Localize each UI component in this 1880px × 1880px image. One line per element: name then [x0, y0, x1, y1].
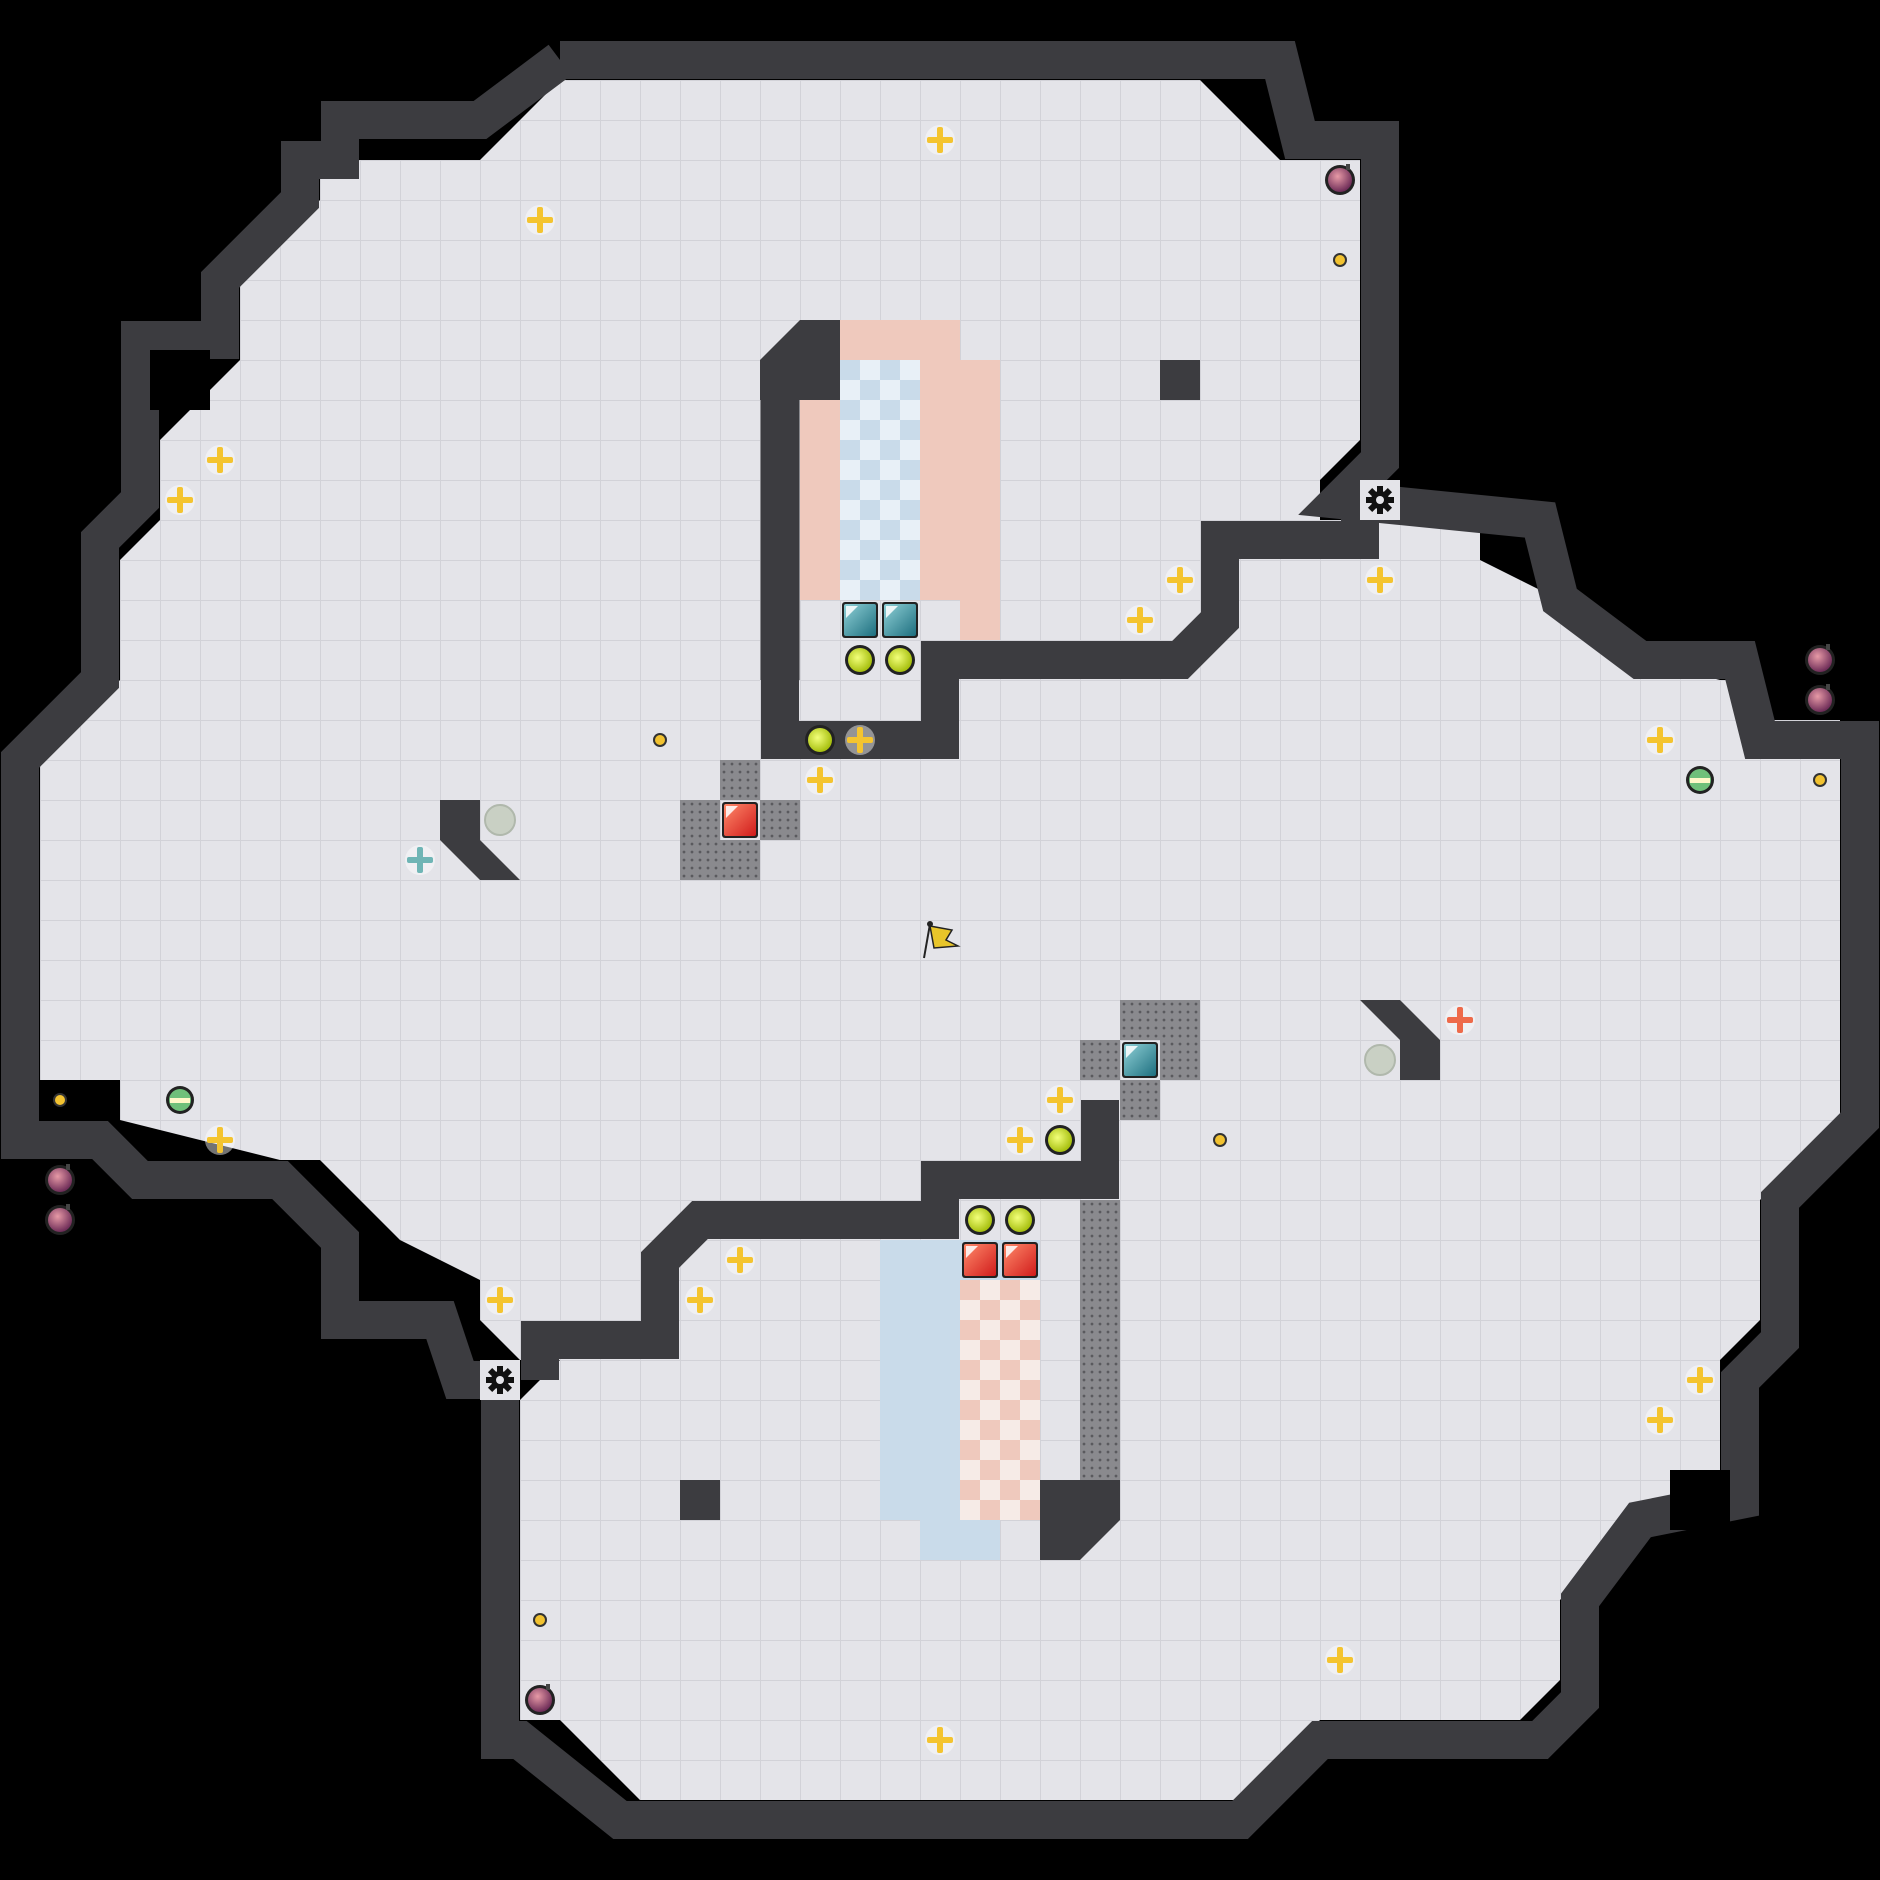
bomb[interactable]	[1805, 684, 1835, 715]
crate-teal[interactable]	[842, 602, 878, 638]
wall-notch-right	[1670, 1470, 1730, 1530]
powerup-gold[interactable]	[845, 725, 875, 755]
powerup-gold[interactable]	[725, 1245, 755, 1275]
crate-red[interactable]	[722, 802, 758, 838]
powerup-gold[interactable]	[525, 205, 555, 235]
checker-bottom	[960, 1280, 1040, 1520]
mine[interactable]	[965, 1205, 995, 1235]
vent-cluster-left-d	[760, 800, 800, 840]
wall-block-top-corner	[760, 320, 840, 400]
portal[interactable]	[484, 804, 516, 836]
crate-red[interactable]	[962, 1242, 998, 1278]
crate-teal[interactable]	[882, 602, 918, 638]
gear-icon[interactable]	[1360, 480, 1400, 520]
powerup-gold[interactable]	[1645, 1405, 1675, 1435]
pellet[interactable]	[653, 733, 667, 747]
flag-icon[interactable]	[923, 921, 961, 959]
wall-blocks	[150, 320, 1730, 1560]
powerup-gold[interactable]	[1005, 1125, 1035, 1155]
pellet[interactable]	[1813, 773, 1827, 787]
bomb[interactable]	[525, 1684, 555, 1715]
pellet[interactable]	[1333, 253, 1347, 267]
vent-strip-bottom	[1080, 1200, 1120, 1480]
pellet[interactable]	[53, 1093, 67, 1107]
crate-red[interactable]	[1002, 1242, 1038, 1278]
striped-orb[interactable]	[166, 1086, 194, 1114]
bomb[interactable]	[45, 1204, 75, 1235]
vent-cluster-left-a	[720, 760, 760, 800]
wall-block-bottom-corner	[1040, 1480, 1120, 1560]
powerup-gold[interactable]	[685, 1285, 715, 1315]
powerup-gold[interactable]	[805, 765, 835, 795]
vent-cluster-left-b	[680, 800, 720, 880]
outer-wall	[1, 41, 1879, 1839]
colored-zones	[680, 320, 1200, 1560]
vent-cluster-right-d	[1120, 1080, 1160, 1120]
gear-icon[interactable]	[480, 1360, 520, 1400]
wall-notch-left	[150, 350, 210, 410]
powerup-gold[interactable]	[485, 1285, 515, 1315]
powerup-gold[interactable]	[205, 445, 235, 475]
entities	[45, 125, 1835, 1755]
checker-top	[840, 360, 920, 600]
powerup-gold[interactable]	[1645, 725, 1675, 755]
powerup-gold[interactable]	[1165, 565, 1195, 595]
mine[interactable]	[805, 725, 835, 755]
blue-zone-bottom-side	[920, 1520, 1000, 1560]
portal[interactable]	[1364, 1044, 1396, 1076]
diagonal-wall-right	[1360, 1000, 1440, 1080]
vent-cluster-right-b	[1080, 1040, 1120, 1080]
powerup-gold[interactable]	[1325, 1645, 1355, 1675]
vent-cluster-right-a	[1120, 1000, 1200, 1040]
vent-cluster-right-c	[1160, 1040, 1200, 1080]
wall-block-small-bottom	[680, 1480, 720, 1520]
vent-cluster-left-c	[720, 840, 760, 880]
diagonal-wall-left	[440, 800, 520, 880]
powerup-gold[interactable]	[165, 485, 195, 515]
powerup-teal[interactable]	[405, 845, 435, 875]
mine[interactable]	[885, 645, 915, 675]
powerup-gold[interactable]	[1685, 1365, 1715, 1395]
red-zone-top-side	[960, 360, 1000, 640]
bomb[interactable]	[1805, 644, 1835, 675]
crate-teal[interactable]	[1122, 1042, 1158, 1078]
wall-block-small-top	[1160, 360, 1200, 400]
powerup-red[interactable]	[1445, 1005, 1475, 1035]
powerup-gold[interactable]	[1045, 1085, 1075, 1115]
powerup-gold[interactable]	[925, 1725, 955, 1755]
powerup-gold[interactable]	[925, 125, 955, 155]
mine[interactable]	[845, 645, 875, 675]
striped-orb[interactable]	[1686, 766, 1714, 794]
inner-wall-bottom	[521, 1100, 1119, 1380]
bomb[interactable]	[45, 1164, 75, 1195]
mine[interactable]	[1005, 1205, 1035, 1235]
powerup-gold[interactable]	[205, 1125, 235, 1155]
bomb[interactable]	[1325, 164, 1355, 195]
powerup-gold[interactable]	[1365, 565, 1395, 595]
pellet[interactable]	[533, 1613, 547, 1627]
pellet[interactable]	[1213, 1133, 1227, 1147]
mine[interactable]	[1045, 1125, 1075, 1155]
powerup-gold[interactable]	[1125, 605, 1155, 635]
